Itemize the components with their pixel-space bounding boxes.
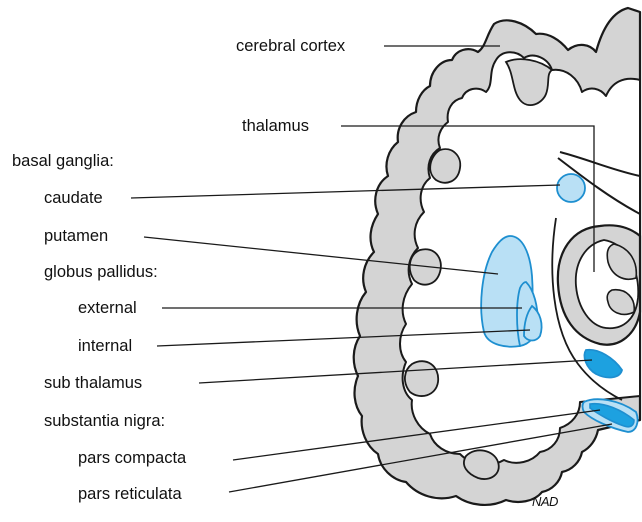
label-putamen: putamen: [44, 226, 108, 246]
label-thalamus: thalamus: [242, 116, 309, 136]
label-basal-ganglia: basal ganglia:: [12, 151, 114, 171]
label-cerebral-cortex: cerebral cortex: [236, 36, 345, 56]
label-caudate: caudate: [44, 188, 103, 208]
sulcus-fold-2: [430, 149, 460, 183]
label-external: external: [78, 298, 137, 318]
label-globus-pallidus: globus pallidus:: [44, 262, 158, 282]
label-sub-thalamus: sub thalamus: [44, 373, 142, 393]
label-pars-reticulata: pars reticulata: [78, 484, 182, 504]
caudate-shape: [557, 174, 585, 202]
label-pars-compacta: pars compacta: [78, 448, 186, 468]
label-internal: internal: [78, 336, 132, 356]
sulcus-fold-4: [405, 361, 438, 396]
artist-signature: NAD: [532, 494, 558, 509]
label-substantia-nigra: substantia nigra:: [44, 411, 165, 431]
